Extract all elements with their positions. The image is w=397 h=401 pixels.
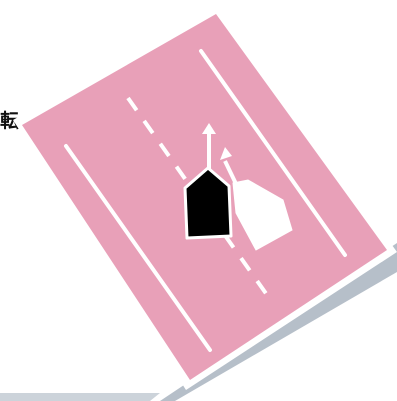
partial-label-text: 転 (0, 110, 20, 132)
right-edge-line (199, 49, 347, 257)
highlighted-car (183, 166, 233, 240)
other-car (232, 179, 293, 251)
other-car-arrow-head (220, 147, 232, 160)
other-car-arrow-shaft (223, 160, 240, 189)
highlighted-car-arrow-head (202, 123, 216, 134)
left-edge-line (64, 144, 212, 352)
bottom-shadow-bar (0, 393, 160, 401)
